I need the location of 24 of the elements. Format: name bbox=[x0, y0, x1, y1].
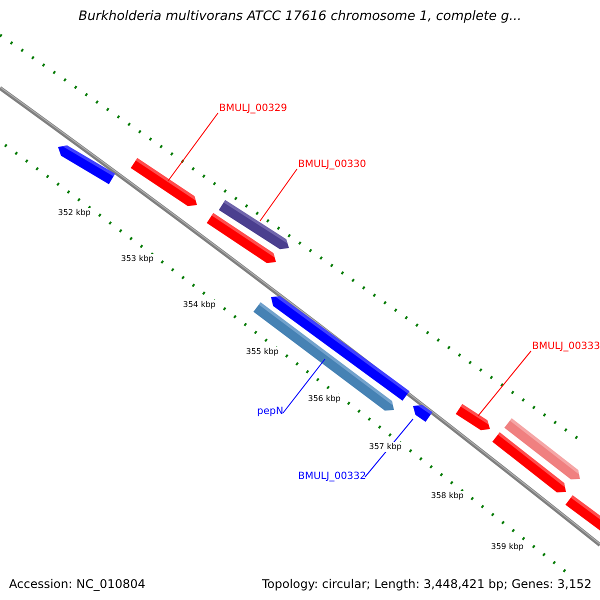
gene-label: BMULJ_00333 bbox=[532, 342, 600, 352]
tick-label: 352 kbp bbox=[57, 208, 92, 218]
tick-label: 355 kbp bbox=[245, 347, 280, 357]
gene-feature bbox=[130, 158, 197, 206]
gene-feature bbox=[456, 404, 490, 430]
chart-title: Burkholderia multivorans ATCC 17616 chromosome 1, complete g... bbox=[78, 10, 522, 23]
tick-label: 353 kbp bbox=[120, 254, 155, 264]
gene-feature bbox=[413, 405, 432, 422]
info-text: Accession: NC_010804 bbox=[9, 578, 146, 590]
gene-label: BMULJ_00329 bbox=[219, 104, 288, 114]
gene-label: BMULJ_00332 bbox=[298, 472, 366, 482]
gene-label: BMULJ_00330 bbox=[298, 160, 366, 170]
leader-line bbox=[478, 350, 532, 416]
tick-label: 359 kbp bbox=[490, 542, 525, 552]
gene-feature bbox=[218, 200, 289, 250]
gene-label: pepN bbox=[257, 407, 284, 417]
tick-label: 354 kbp bbox=[182, 300, 217, 310]
leader-line bbox=[168, 112, 218, 182]
leader-line bbox=[260, 168, 298, 222]
leader-line bbox=[282, 358, 326, 414]
info-text: Topology: circular; Length: 3,448,421 bp; Genes: 3,152 bbox=[262, 578, 592, 590]
tick-label: 358 kbp bbox=[430, 491, 465, 501]
tick-label: 356 kbp bbox=[307, 394, 342, 404]
tick-label: 357 kbp bbox=[368, 442, 403, 452]
